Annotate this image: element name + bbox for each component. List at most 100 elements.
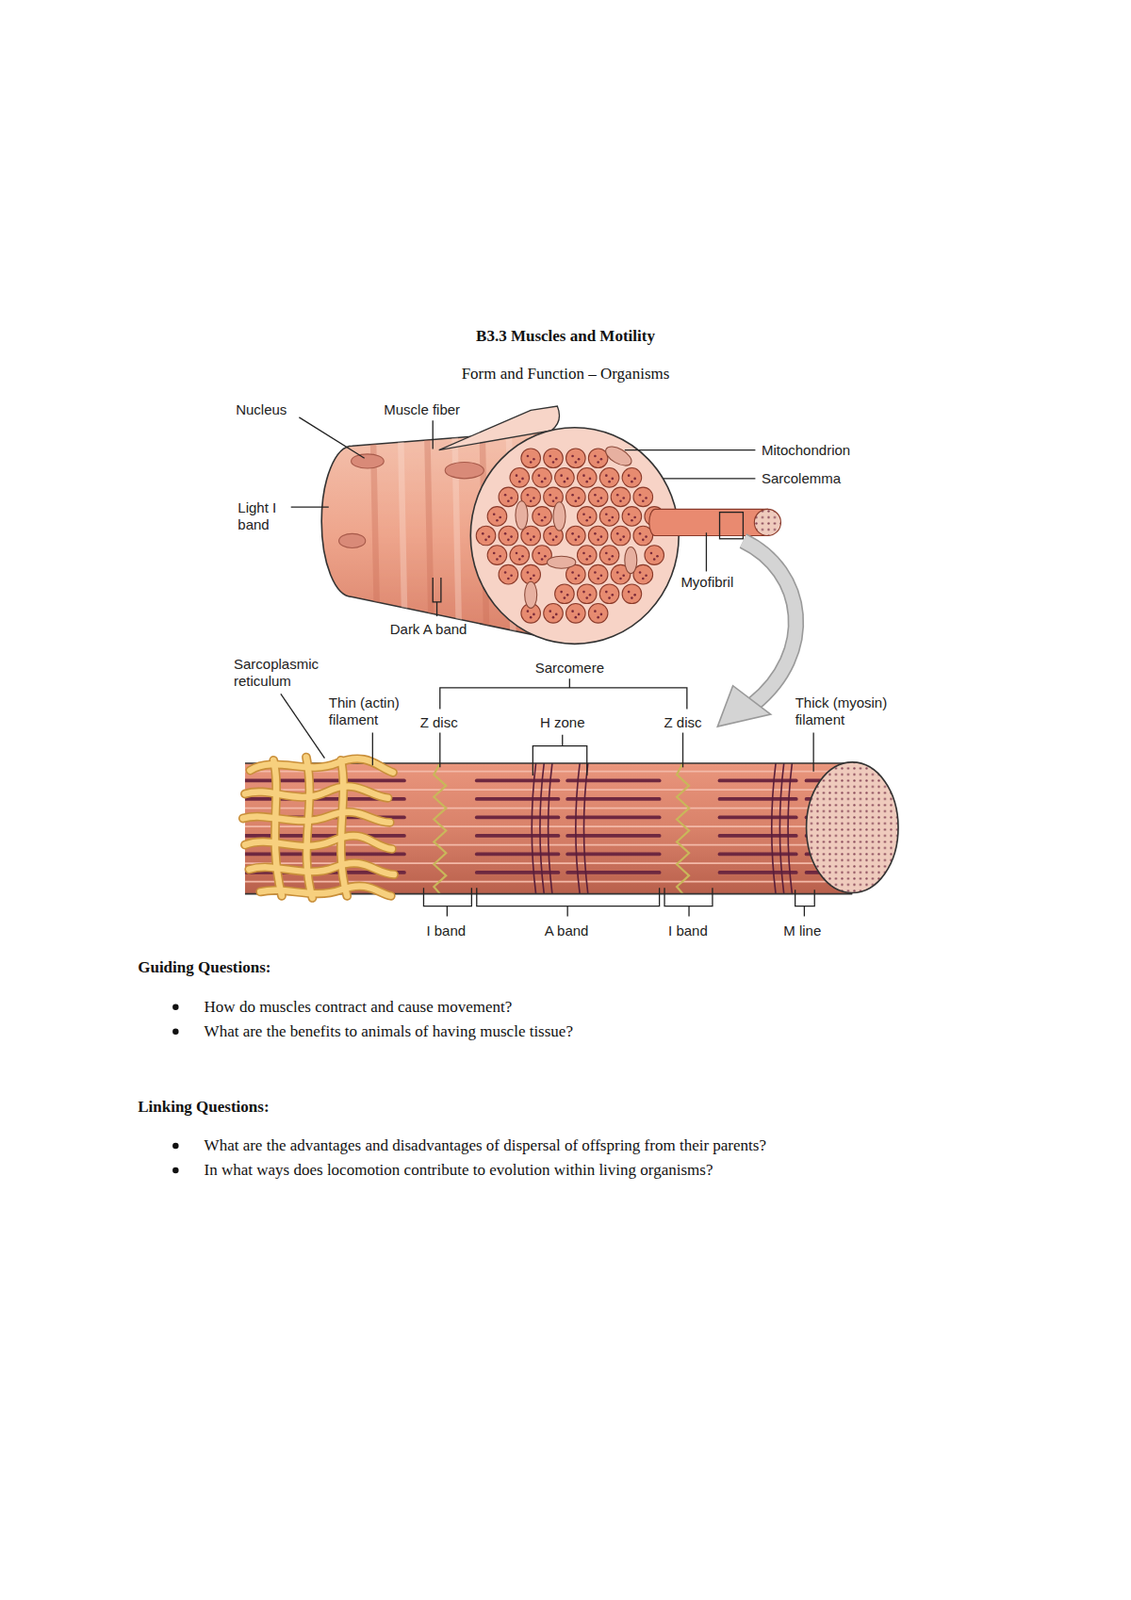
filament-dot (611, 555, 615, 558)
filament-dot (538, 552, 541, 556)
question-text: How do muscles contract and cause moveme… (204, 998, 513, 1017)
filament-dot (622, 535, 625, 539)
filament-dot (616, 571, 620, 574)
filament-dot (571, 493, 574, 497)
filament-dot (600, 535, 604, 539)
page-title: B3.3 Muscles and Motility (475, 327, 656, 346)
question-text: What are the benefits to animals of havi… (204, 1022, 574, 1042)
filament-dot (529, 577, 533, 581)
filament-dot (555, 613, 558, 617)
filament-dot (538, 512, 541, 516)
muscle-fiber (321, 406, 679, 654)
thick-filament (476, 797, 559, 802)
myofibril-section (588, 525, 608, 546)
filament-dot (589, 477, 592, 481)
filament-dot (552, 499, 556, 503)
filament-dot (641, 577, 645, 581)
filament-dot (521, 555, 525, 558)
filament-dot (495, 557, 499, 561)
filament-dot (596, 539, 600, 542)
filament-dot (515, 474, 519, 477)
part-label: Sarcomere (535, 659, 605, 677)
filament-dot (532, 573, 536, 577)
filament-dot (593, 609, 597, 613)
myofibril-section (555, 468, 575, 489)
myofibril-section (566, 448, 587, 469)
myofibril-section (588, 487, 608, 508)
filament-dot (543, 516, 547, 520)
myofibril-section (599, 507, 620, 527)
thick-filament (567, 797, 659, 802)
myofibril-section (566, 604, 587, 624)
filament-dot (563, 596, 567, 600)
filament-dot (639, 571, 642, 574)
filament-dot (521, 477, 525, 481)
filament-dot (548, 609, 552, 613)
band-label: I band (426, 922, 466, 940)
myofibril-section (622, 584, 642, 605)
sarcoplasmic-reticulum (243, 757, 394, 899)
filament-dot (611, 516, 615, 520)
myofibril-section (509, 468, 530, 489)
filament-dot (641, 499, 645, 503)
thin-filament (245, 770, 853, 773)
myofibril-section (599, 545, 620, 566)
myofibril-section (576, 584, 597, 605)
filament-dot (582, 590, 586, 594)
thick-filament (567, 834, 659, 838)
myofibril-section (622, 468, 642, 489)
filament-dot (540, 519, 544, 523)
thin-filament (245, 881, 853, 884)
filament-dot (619, 577, 623, 581)
myofibril-section (475, 525, 496, 546)
filament-dot (611, 593, 615, 597)
filament-dot (540, 480, 544, 484)
filament-dot (605, 512, 608, 516)
band-label: M line (783, 922, 821, 940)
filament-dot (555, 496, 558, 500)
thick-filament (476, 834, 559, 838)
filament-dot (507, 577, 510, 581)
thick-filament (245, 852, 405, 856)
thick-filament (720, 852, 797, 856)
filament-dot (593, 571, 597, 574)
filament-dot (563, 480, 567, 484)
filament-dot (630, 519, 634, 523)
question-text: In what ways does locomotion contribute … (204, 1161, 714, 1181)
filament-dot (627, 474, 631, 477)
thick-filament (720, 816, 797, 820)
filament-dot (559, 590, 563, 594)
filament-dot (492, 512, 496, 516)
thick-filament (245, 779, 405, 784)
filament-dot (504, 532, 508, 536)
band-label: A band (544, 922, 590, 940)
filament-dot (585, 557, 589, 561)
filament-dot (484, 539, 488, 542)
filament-dot (605, 590, 608, 594)
filament-dot (619, 499, 623, 503)
filament-dot (582, 552, 586, 556)
filament-dot (552, 616, 556, 620)
thick-filament (720, 870, 797, 875)
filament-dot (555, 535, 558, 539)
filament-dot (543, 555, 547, 558)
filament-dot (574, 499, 578, 503)
thick-filament (567, 852, 659, 856)
filament-dot (577, 458, 581, 461)
myofibril-section (588, 448, 608, 469)
filament-dot (526, 455, 530, 459)
filament-dot (574, 460, 578, 464)
myofibril-section (576, 468, 597, 489)
zoom-arrow (717, 540, 796, 727)
myofibril-section (588, 564, 608, 585)
filament-dot (607, 596, 611, 600)
myofibril-section (487, 545, 508, 566)
filament-dot (622, 573, 625, 577)
filament-dot (600, 613, 604, 617)
part-label: Muscle fiber (383, 401, 460, 419)
myofibril-section (622, 507, 642, 527)
filament-dot (492, 552, 496, 556)
filament-dot (509, 496, 513, 500)
myofibril-cross-sections (475, 448, 664, 623)
filament-dot (577, 573, 581, 577)
